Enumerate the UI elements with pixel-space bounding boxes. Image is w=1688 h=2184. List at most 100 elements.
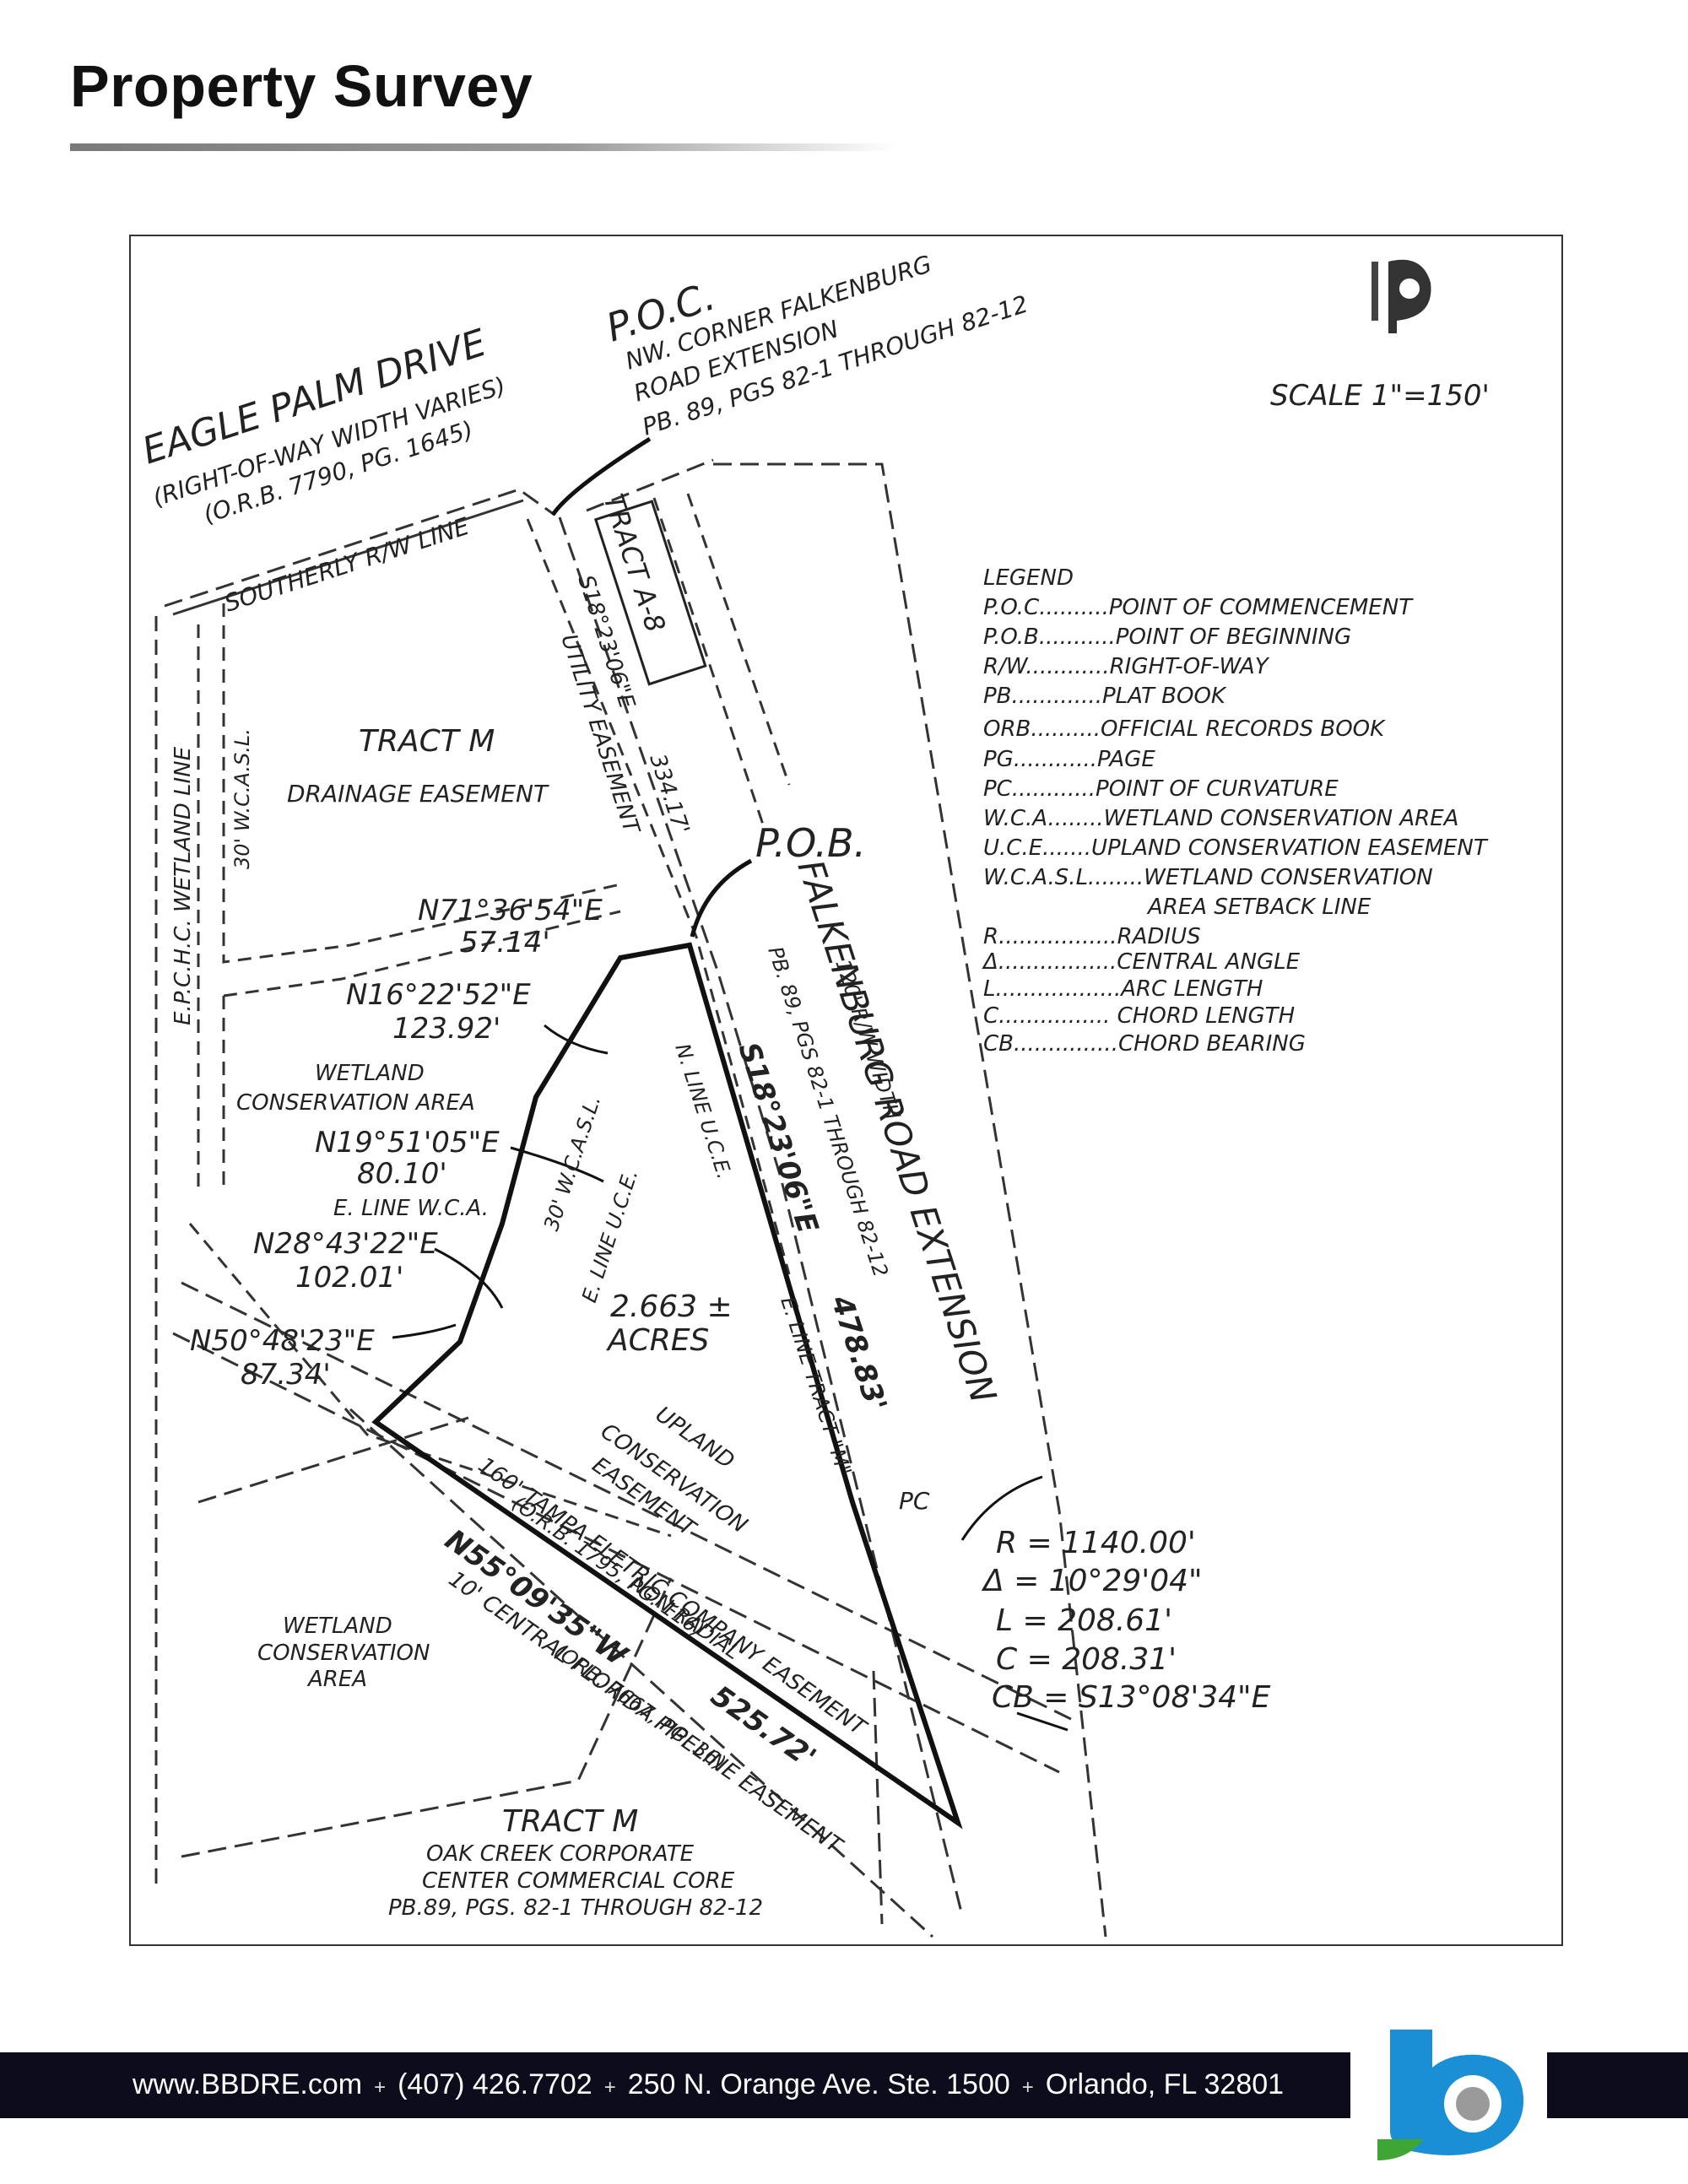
- legend-item: W.C.A........WETLAND CONSERVATION AREA: [983, 806, 1458, 831]
- curve-r: R = 1140.00': [996, 1526, 1196, 1560]
- legend-item: R/W............RIGHT-OF-WAY: [983, 654, 1270, 679]
- legend-item: AREA SETBACK LINE: [1146, 895, 1372, 920]
- leader-line-2: [510, 1146, 604, 1183]
- pob-label: P.O.B.: [755, 820, 866, 866]
- cb-leader: [1016, 1711, 1069, 1732]
- wetland-line-label: E.P.C.H.C. WETLAND LINE: [170, 746, 196, 1025]
- survey-drawing: EAGLE PALM DRIVE (RIGHT-OF-WAY WIDTH VAR…: [129, 235, 1563, 1946]
- eagle-palm-row-line: [164, 488, 555, 608]
- pipeline-line-c: [872, 1670, 884, 1925]
- footer-bar: [0, 2052, 1350, 2118]
- legend-item: C................ CHORD LENGTH: [983, 1003, 1295, 1029]
- legend-item: PC............POINT OF CURVATURE: [983, 776, 1339, 802]
- tract-m-bottom-line-3: PB.89, PGS. 82-1 THROUGH 82-12: [388, 1895, 763, 1921]
- legend-item: Δ.................CENTRAL ANGLE: [982, 949, 1301, 975]
- parcel-boundary: [371, 942, 963, 1830]
- tract-m-bottom-line-2: CENTER COMMERCIAL CORE: [422, 1868, 735, 1894]
- page-title: Property Survey: [70, 53, 533, 119]
- scale-label: SCALE 1"=150': [1270, 379, 1490, 413]
- legend-item: L..................ARC LENGTH: [983, 976, 1263, 1002]
- wca-boundary: [222, 910, 621, 1190]
- legend-item: R.................RADIUS: [983, 924, 1201, 949]
- n-line-uce-label: N. LINE U.C.E.: [670, 1041, 736, 1181]
- tract-m-bottom-title: TRACT M: [502, 1804, 638, 1839]
- footer-address: 250 N. Orange Ave. Ste. 1500: [627, 2068, 1010, 2100]
- footer-website[interactable]: www.BBDRE.com: [133, 2068, 363, 2100]
- eagle-palm-row-line-2: [172, 499, 524, 616]
- acres-value: 2.663 ±: [610, 1289, 733, 1324]
- acres-unit: ACRES: [606, 1323, 709, 1358]
- course-1-bearing: N71°36'54"E: [418, 894, 603, 927]
- e-line-uce-label: E. LINE U.C.E.: [577, 1166, 642, 1306]
- legend-item: P.O.C..........POINT OF COMMENCEMENT: [983, 595, 1414, 620]
- course-3-dist: 80.10': [357, 1157, 447, 1191]
- footer-separator: +: [1021, 2076, 1034, 2099]
- footer-separator: +: [603, 2076, 616, 2099]
- non-radial-label: NON-RADIAL: [626, 1571, 744, 1664]
- tampa-easement-line-2: [181, 1281, 1077, 1723]
- tract-a8-line-2: [686, 493, 791, 786]
- wca-bottom-line-2: CONSERVATION: [257, 1641, 430, 1666]
- pob-arrow: [690, 858, 753, 938]
- falkenburg-road-label: FALKENBURG ROAD EXTENSION: [789, 855, 1004, 1408]
- course-3-bearing: N19°51'05"E: [315, 1126, 500, 1160]
- pc-label: PC: [899, 1487, 930, 1515]
- course-2-dist: 123.92': [392, 1012, 500, 1046]
- footer-phone[interactable]: (407) 426.7702: [398, 2068, 592, 2100]
- tract-m-bottom-boundary: [181, 1577, 673, 1858]
- utility-easement-line: [526, 518, 791, 1275]
- curve-cb: CB = S13°08'34"E: [992, 1680, 1271, 1715]
- tract-a8-line: [652, 497, 766, 828]
- poc-arrow: [550, 436, 652, 516]
- curve-leader: [960, 1475, 1043, 1541]
- title-divider: [70, 143, 897, 151]
- tract-m-bottom-line-1: OAK CREEK CORPORATE: [426, 1841, 695, 1867]
- course-2-bearing: N16°22'52"E: [346, 978, 531, 1012]
- wca-bottom-line-3: AREA: [306, 1667, 367, 1692]
- tract-m-top-title: TRACT M: [359, 724, 495, 759]
- legend-item: PG............PAGE: [983, 747, 1155, 772]
- course-4-bearing: N28°43'22"E: [253, 1227, 438, 1261]
- curve-c: C = 208.31': [996, 1642, 1177, 1677]
- footer-contact: www.BBDRE.com + (407) 426.7702 +250 N. Oran…: [133, 2068, 1284, 2101]
- legend-item: P.O.B...........POINT OF BEGINNING: [983, 624, 1351, 650]
- legend: LEGEND P.O.C..........POINT OF COMMENCEM…: [982, 565, 1489, 1057]
- wcasl-30-label: 30' W.C.A.S.L.: [230, 728, 254, 869]
- wcasl-30b-label: 30' W.C.A.S.L.: [539, 1092, 605, 1233]
- leader-line-3: [434, 1247, 504, 1309]
- legend-item: W.C.A.S.L........WETLAND CONSERVATION: [983, 865, 1433, 890]
- leader-line-4: [392, 1323, 457, 1339]
- footer-bar-right: [1547, 2052, 1688, 2118]
- e-line-wca-label: E. LINE W.C.A.: [333, 1196, 489, 1221]
- footer-separator: +: [374, 2076, 387, 2099]
- footer-city: Orlando, FL 32801: [1045, 2068, 1285, 2100]
- leader-line-1: [544, 1024, 609, 1055]
- legend-item: PB.............PLAT BOOK: [983, 684, 1227, 709]
- course-5-bearing: N50°48'23"E: [190, 1324, 375, 1358]
- wca-mid-line-1: WETLAND: [315, 1061, 425, 1086]
- pipeline-line-b: [349, 1408, 934, 1938]
- tract-m-top-sub: DRAINAGE EASEMENT: [287, 780, 549, 808]
- course-1-dist: 57.14': [460, 926, 550, 960]
- drainage-easement-boundary: [222, 603, 621, 964]
- course-4-dist: 102.01': [295, 1261, 403, 1295]
- wca-bottom-line-1: WETLAND: [283, 1614, 392, 1639]
- wca-south-line: [188, 1223, 672, 1538]
- falkenburg-north-line: [586, 458, 714, 512]
- curve-l: L = 208.61': [996, 1603, 1172, 1638]
- north-arrow-icon: [1372, 259, 1431, 333]
- wca-mid-line-2: CONSERVATION AREA: [236, 1090, 475, 1116]
- course-5-dist: 87.34': [241, 1358, 331, 1392]
- southerly-rw-line-label: SOUTHERLY R/W LINE: [221, 512, 473, 618]
- curve-delta: Δ = 10°29'04": [981, 1564, 1203, 1598]
- legend-item: ORB..........OFFICIAL RECORDS BOOK: [983, 716, 1386, 742]
- falkenburg-east-row: [713, 462, 1107, 1938]
- legend-item: U.C.E.......UPLAND CONSERVATION EASEMENT: [983, 835, 1489, 861]
- pipeline-line-a: [197, 1416, 469, 1504]
- legend-title: LEGEND: [983, 565, 1074, 591]
- tampa-easement-line-1: [172, 1332, 1060, 1774]
- pipeline-line-2: (ORB. 7667, PG. 36): [550, 1639, 731, 1775]
- bbd-logo-icon: [1373, 2030, 1534, 2160]
- legend-item: CB...............CHORD BEARING: [983, 1031, 1306, 1057]
- survey-svg: EAGLE PALM DRIVE (RIGHT-OF-WAY WIDTH VAR…: [138, 250, 1490, 1938]
